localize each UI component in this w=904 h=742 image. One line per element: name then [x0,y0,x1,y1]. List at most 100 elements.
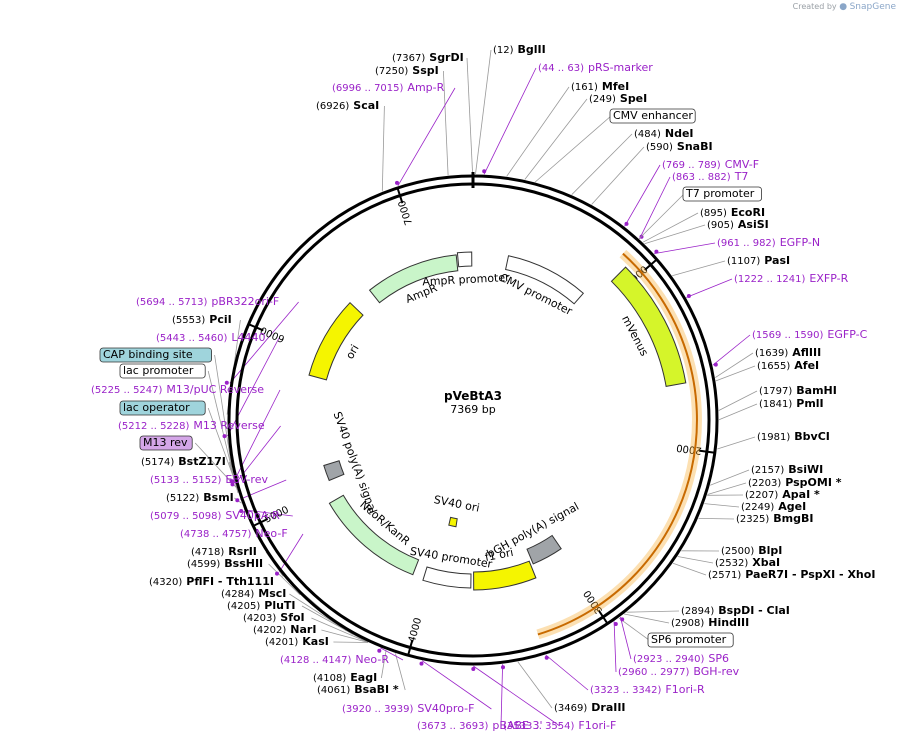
svg-text:(484)NdeI: (484)NdeI [634,127,694,140]
label-exfpr[interactable]: (1222 .. 1241)EXFP-R [734,272,849,285]
label-egfpn[interactable]: (961 .. 982)EGFP-N [717,236,820,249]
label-bspdi[interactable]: (2894)BspDI - ClaI [681,604,790,617]
label-bamhi[interactable]: (1797)BamHI [759,384,837,397]
label-apai[interactable]: (2207)ApaI * [745,488,820,501]
svg-text:(2207)ApaI *: (2207)ApaI * [745,488,820,501]
label-pcii[interactable]: (5553)PciI [172,313,232,326]
snapgene-credit: Created by ● SnapGene [793,2,896,12]
svg-text:(5079 .. 5098)SV40pA-R: (5079 .. 5098)SV40pA-R [150,509,280,522]
label-agei[interactable]: (2249)AgeI [741,500,806,513]
label-afliii[interactable]: (1639)AflIII [755,346,821,359]
primer-mark [686,294,691,298]
label-bsshii[interactable]: (4599)BssHII [187,557,263,570]
label-sp6[interactable]: (2923 .. 2940)SP6 [633,652,729,665]
label-pmli[interactable]: (1841)PmlI [759,397,824,410]
label-sfoi[interactable]: (4203)SfoI [243,611,305,624]
label-rsrii[interactable]: (4718)RsrII [191,545,257,558]
leader-line [642,212,699,243]
label-ndei[interactable]: (484)NdeI [634,127,694,140]
label-spei[interactable]: (249)SpeI [589,92,647,105]
svg-text:(1981)BbvCI: (1981)BbvCI [757,430,830,443]
label-name: MfeI [602,80,629,93]
label-pbabe[interactable]: (3673 .. 3693)pBABE 3' [417,719,543,732]
label-name: ScaI [353,99,379,112]
label-l4440[interactable]: (5443 .. 5460)L4440 [156,331,266,344]
label-xbai[interactable]: (2532)XbaI [715,556,780,569]
label-cmvf[interactable]: (769 .. 789)CMV-F [662,158,759,171]
label-pbr322[interactable]: (5694 .. 5713)pBR322ori-F [136,295,279,308]
label-pspomi[interactable]: (2203)PspOMI * [748,476,842,489]
svg-text:(4202)NarI: (4202)NarI [253,623,316,636]
label-lacop[interactable]: lac operator [119,400,206,416]
label-f1orir[interactable]: (3323 .. 3342)F1ori-R [590,683,705,696]
label-sp6p[interactable]: SP6 promoter [647,632,734,648]
label-bsmi[interactable]: (5122)BsmI [166,491,234,504]
label-afei[interactable]: (1655)AfeI [757,359,819,372]
leader-line [618,617,650,641]
label-f1orif[interactable]: (3533 .. 3554)F1ori-F [503,719,616,732]
label-bbvci[interactable]: (1981)BbvCI [757,430,830,443]
svg-text:SP6 promoter: SP6 promoter [651,633,727,646]
label-bsiwi[interactable]: (2157)BsiWI [751,463,823,476]
label-pflfi[interactable]: (4320)PflFI - Tth111I [149,575,274,588]
label-prs[interactable]: (44 .. 63)pRS-marker [538,61,653,74]
label-position: (6996 .. 7015) [332,83,404,94]
label-m13rev[interactable]: M13 rev [139,435,193,451]
label-neof[interactable]: (4738 .. 4757)Neo-F [180,527,288,540]
svg-text:(905)AsiSI: (905)AsiSI [707,218,769,231]
label-cap[interactable]: CAP binding site [99,347,212,363]
label-hindiii[interactable]: (2908) HindIII [671,616,749,629]
label-paer7i[interactable]: (2571)PaeR7I - PspXI - XhoI [708,568,875,581]
label-neor[interactable]: (4128 .. 4147)Neo-R [280,653,389,666]
bp-tick [698,449,715,454]
label-asisi[interactable]: (905)AsiSI [707,218,769,231]
label-eagi[interactable]: (4108)EagI [313,671,377,684]
label-ecori[interactable]: (895)EcoRI [700,206,765,219]
leader-line [380,647,404,661]
primer-mark [482,169,487,174]
svg-text:lac operator: lac operator [123,401,190,414]
label-position: (5553) [172,315,205,326]
label-msci[interactable]: (4284)MscI [221,587,286,600]
svg-text:(3673 .. 3693)pBABE 3': (3673 .. 3693)pBABE 3' [417,719,543,732]
label-bghrev[interactable]: (2960 .. 2977)BGH-rev [618,665,740,678]
label-sgrdi[interactable]: (7367)SgrDI [392,51,464,64]
label-sv40pro[interactable]: (3920 .. 3939)SV40pro-F [342,702,474,715]
label-t7[interactable]: (863 .. 882)T7 [672,170,748,183]
label-bmgbi[interactable]: (2325)BmgBI [736,512,813,525]
label-blpi[interactable]: (2500)BlpI [721,544,782,557]
label-position: (44 .. 63) [538,63,584,74]
label-bsabi[interactable]: (4061)BsaBI * [317,683,399,696]
label-cmvenh[interactable]: CMV enhancer [609,108,696,124]
label-position: (5212 .. 5228) [118,421,190,432]
label-sv40par[interactable]: (5079 .. 5098)SV40pA-R [150,509,280,522]
label-bglii[interactable]: (12)BglII [493,43,546,56]
label-position: (2532) [715,558,748,569]
label-egfpc[interactable]: (1569 .. 1590)EGFP-C [752,328,868,341]
label-position: (5122) [166,493,199,504]
label-nari[interactable]: (4202)NarI [253,623,316,636]
label-pasi[interactable]: (1107)PasI [727,254,790,267]
label-position: (2908) [671,618,704,629]
svg-text:M13 rev: M13 rev [143,436,188,449]
label-m13puc[interactable]: (5225 .. 5247)M13/pUC Reverse [91,383,264,396]
label-position: (1655) [757,361,790,372]
label-sspi[interactable]: (7250)SspI [375,64,439,77]
svg-text:(6926)ScaI: (6926)ScaI [316,99,379,112]
label-bstz17i[interactable]: (5174)BstZ17I [141,455,226,468]
label-snabi[interactable]: (590)SnaBI [646,140,713,153]
label-box [119,400,206,416]
label-ebvrev[interactable]: (5133 .. 5152)EBV-rev [150,473,268,486]
label-kasi[interactable]: (4201)KasI [265,635,329,648]
label-name: HindIII [708,616,749,629]
label-pluti[interactable]: (4205)PluTI [227,599,296,612]
label-lacprom[interactable]: lac promoter [119,363,206,379]
leader-line [395,653,406,691]
label-ampr-primer[interactable]: (6996 .. 7015)Amp-R [332,81,445,94]
label-draiii[interactable]: (3469)DraIII [554,701,626,714]
label-m13reverse[interactable]: (5212 .. 5228)M13 Reverse [118,419,265,432]
label-mfei[interactable]: (161)MfeI [571,80,629,93]
label-scai[interactable]: (6926)ScaI [316,99,379,112]
label-t7p[interactable]: T7 promoter [682,186,762,202]
